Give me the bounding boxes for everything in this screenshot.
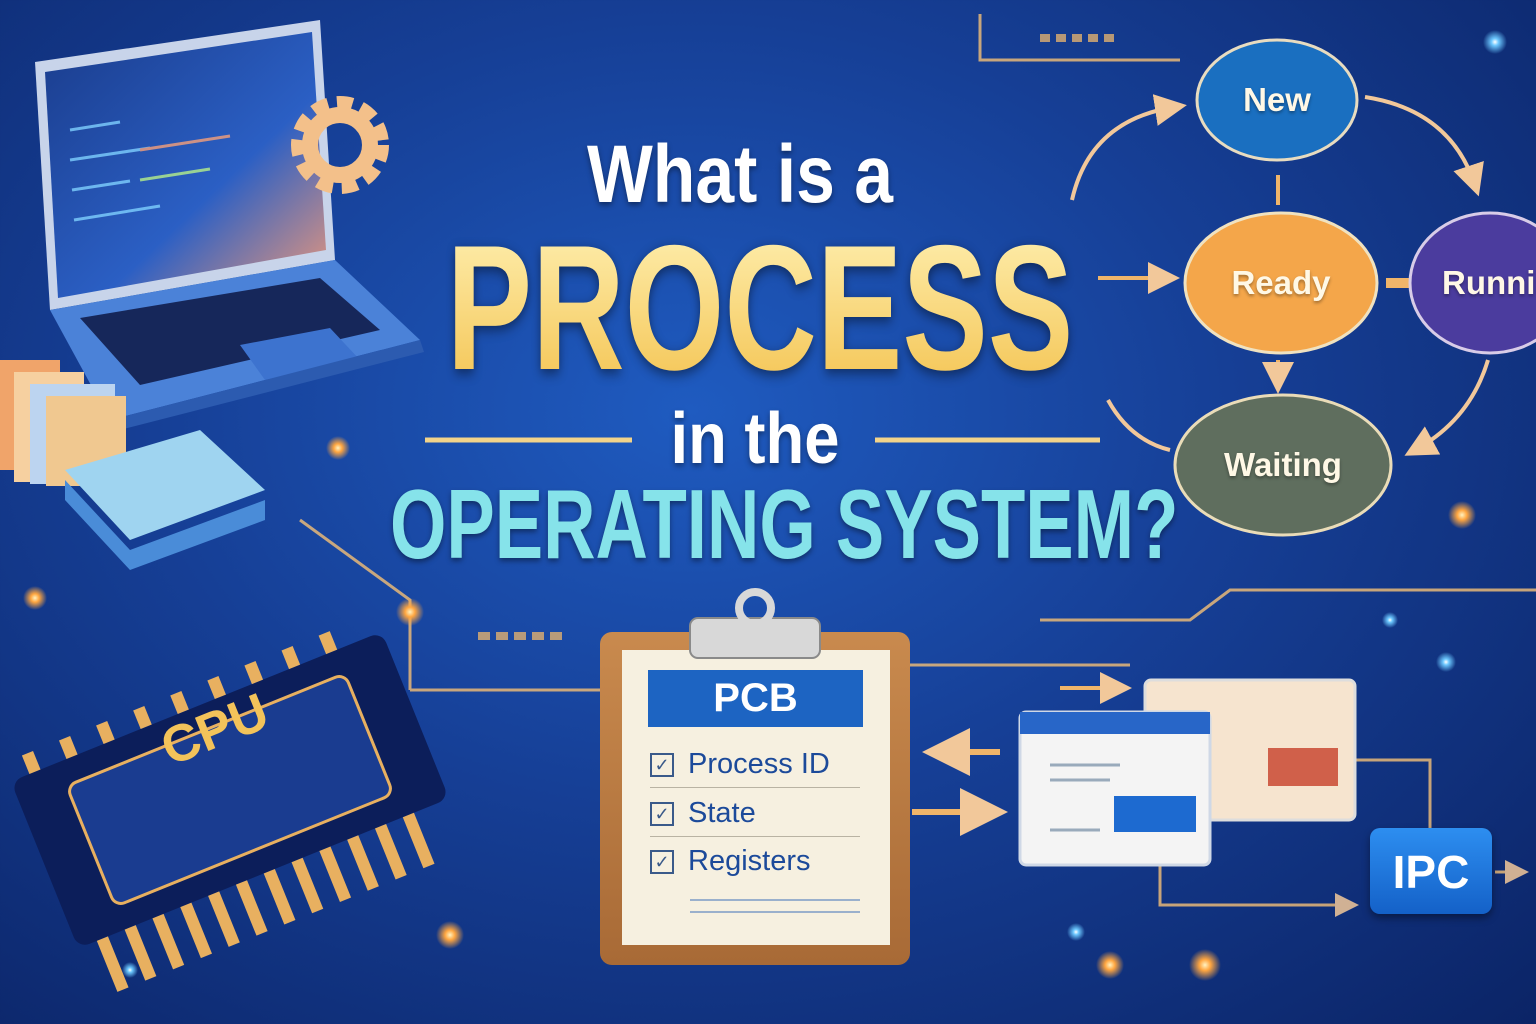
state-label-new: New <box>1243 81 1311 118</box>
pcb-item-label: Process ID <box>688 748 830 780</box>
pcb-item-label: Registers <box>688 845 811 877</box>
state-new <box>1195 38 1359 162</box>
pcb-item-label: State <box>688 797 756 829</box>
gear-icon <box>291 96 389 194</box>
title-line-operating-system: OPERATING SYSTEM? <box>390 469 1179 579</box>
dash-rows <box>478 34 1114 640</box>
state-label-running: Running <box>1442 264 1536 301</box>
stacked-documents-icon <box>65 430 265 570</box>
state-label-ready: Ready <box>1231 264 1331 301</box>
checkbox-checked-icon: ✓ <box>650 753 674 778</box>
laptop-illustration <box>35 20 424 432</box>
title-line-what-is-a: What is a <box>587 129 893 220</box>
checkbox-checked-icon: ✓ <box>650 850 674 875</box>
state-ready <box>1183 211 1379 355</box>
state-label-waiting: Waiting <box>1224 446 1342 483</box>
state-waiting <box>1173 393 1393 537</box>
pcb-item-registers: ✓ Registers <box>650 845 860 884</box>
glow-dots <box>23 30 1507 981</box>
pcb-title: PCB <box>648 670 863 727</box>
cpu-chip-illustration <box>14 631 446 992</box>
circuit-traces <box>299 14 1536 917</box>
pcb-item-state: ✓ State <box>650 797 860 837</box>
checkbox-checked-icon: ✓ <box>650 802 674 827</box>
pcb-item-process-id: ✓ Process ID <box>650 748 860 788</box>
state-transition-arrows <box>1070 94 1490 456</box>
ipc-badge: IPC <box>1370 828 1492 914</box>
title-line-process: PROCESS <box>386 205 1135 410</box>
pcb-arrows <box>912 672 1132 836</box>
app-window-front <box>1018 710 1212 867</box>
title-line-in-the: in the <box>670 399 840 479</box>
state-nodes <box>1173 38 1536 537</box>
state-running <box>1408 211 1536 355</box>
